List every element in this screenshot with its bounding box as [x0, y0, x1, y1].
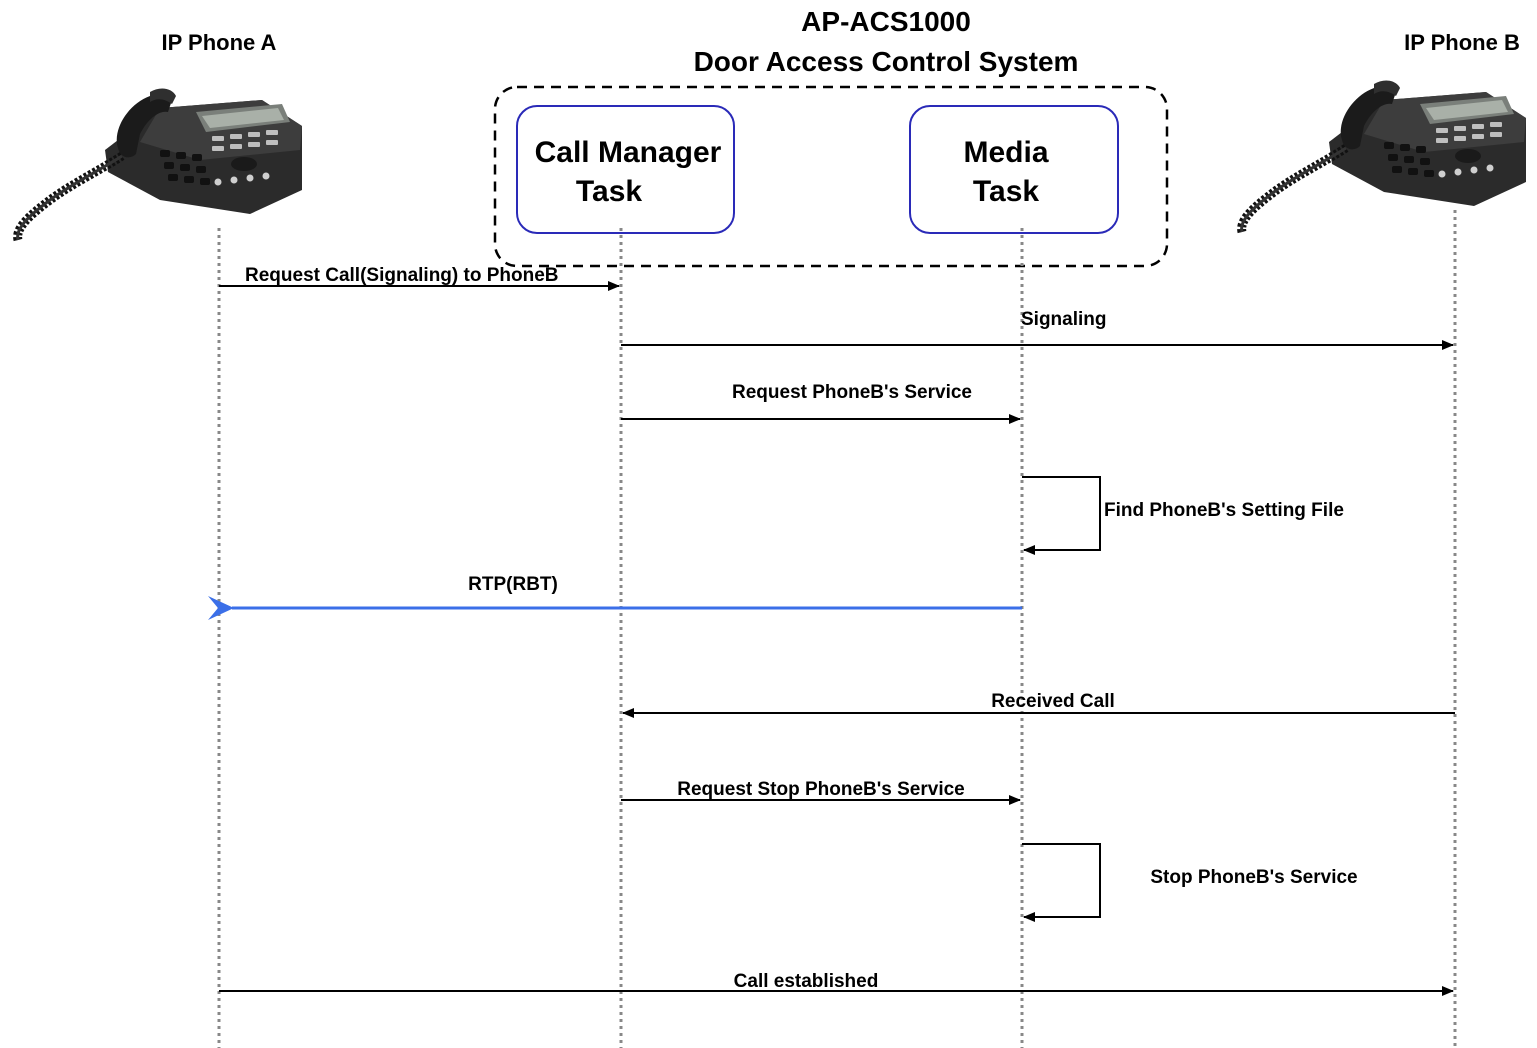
msg-find-setting-label: Find PhoneB's Setting File: [1104, 500, 1344, 521]
msg-request-call-label: Request Call(Signaling) to PhoneB: [245, 265, 559, 286]
msg-request-service-label: Request PhoneB's Service: [732, 382, 972, 403]
msg-request-stop-label: Request Stop PhoneB's Service: [677, 779, 965, 800]
phone-a-label: IP Phone A: [162, 30, 277, 55]
desk-phone-icon: [18, 89, 302, 240]
msg-find-setting-arrow: [1022, 476, 1101, 555]
msg-rtp-label: RTP(RBT): [468, 574, 558, 595]
msg-received-call-label: Received Call: [991, 691, 1115, 712]
system-subtitle: Door Access Control System: [694, 46, 1079, 77]
phone-b-label: IP Phone B: [1404, 30, 1520, 55]
system-boundary: [493, 85, 1169, 268]
msg-call-established-label: Call established: [734, 971, 879, 992]
call-manager-task-label: Task: [576, 175, 642, 208]
msg-signaling-label: Signaling: [1021, 309, 1107, 330]
call-manager-label: Call Manager: [535, 136, 722, 169]
msg-stop-service-label: Stop PhoneB's Service: [1150, 867, 1357, 888]
call-manager-task-box: [516, 105, 735, 234]
msg-stop-service-arrow: [1022, 843, 1101, 922]
media-label: Media: [963, 136, 1048, 169]
lifelines: [217, 210, 1457, 1048]
system-title: AP-ACS1000: [801, 6, 971, 37]
desk-phone-icon: [1242, 81, 1526, 232]
media-task-label: Task: [973, 175, 1039, 208]
media-task-box: [909, 105, 1119, 234]
